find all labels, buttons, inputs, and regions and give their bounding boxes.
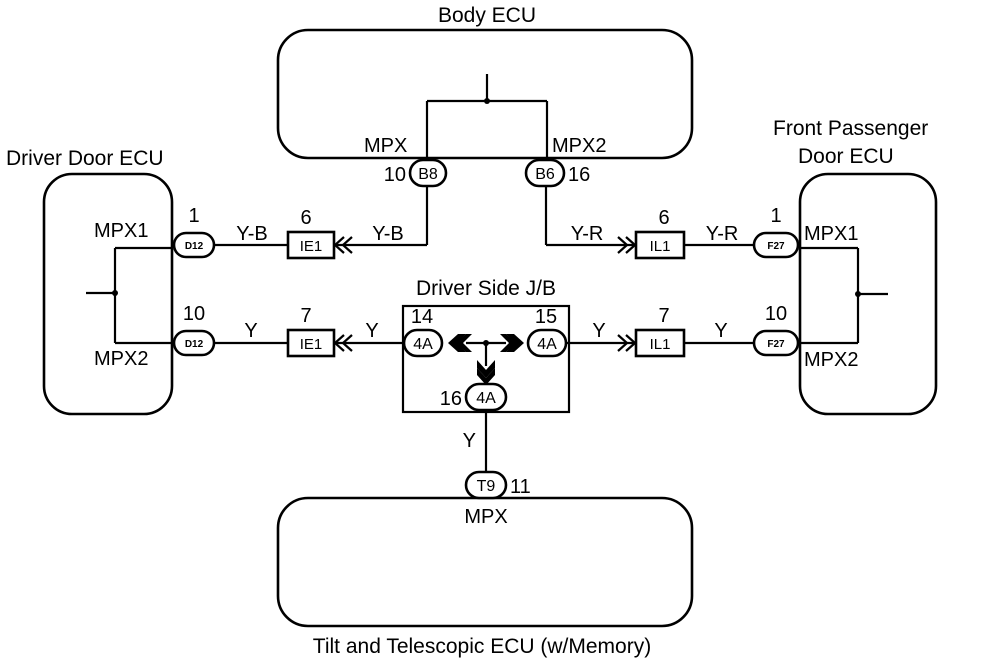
wire-yb-left: Y-B	[236, 223, 268, 245]
ie1-bottom-pin: 7	[300, 305, 311, 327]
body-ecu-box	[276, 28, 694, 160]
wire-y-right-inner: Y	[592, 320, 605, 342]
d12-top-pin: 1	[188, 205, 199, 227]
f27-top-pin: 1	[770, 205, 781, 227]
b6-pin: 16	[568, 164, 590, 186]
jb-left-code: 4A	[413, 336, 433, 353]
jb-bottom-pin: 16	[440, 388, 462, 410]
t9-pin: 11	[510, 476, 531, 498]
b8-pin: 10	[384, 164, 406, 186]
ie1-top-code: IE1	[300, 238, 323, 255]
wire-yr-left: Y-R	[571, 223, 604, 245]
b6-code: B6	[535, 166, 555, 183]
f27-bottom-connector	[752, 329, 800, 357]
wire-y-left-inner: Y	[365, 320, 378, 342]
jb-bottom-code: 4A	[476, 390, 496, 407]
ie1-top-pin: 6	[300, 207, 311, 229]
b8-connector	[408, 158, 448, 188]
jb-bottom-connector	[464, 382, 508, 412]
il1-bottom-code: IL1	[650, 336, 671, 353]
f27-bottom-code: F27	[767, 339, 785, 350]
t9-code: T9	[477, 478, 496, 495]
junction-chevrons	[448, 334, 524, 385]
jb-right-connector	[526, 328, 568, 358]
jb-left-connector	[402, 328, 444, 358]
passenger-mpx2-terminal: MPX2	[804, 349, 858, 371]
tilt-mpx-terminal: MPX	[464, 506, 507, 528]
passenger-ecu-title-line2: Door ECU	[798, 145, 894, 168]
wire-yr-right: Y-R	[706, 223, 739, 245]
il1-bottom-pin: 7	[658, 305, 669, 327]
tilt-ecu-title: Tilt and Telescopic ECU (w/Memory)	[313, 635, 651, 658]
body-mpx-terminal: MPX	[364, 135, 407, 157]
driver-ecu-internal	[86, 246, 172, 345]
wire-y-down: Y	[463, 430, 476, 452]
body-ecu-title: Body ECU	[438, 4, 536, 27]
ie1-top-connector	[286, 230, 336, 260]
d12-bottom-connector	[172, 329, 216, 357]
d12-bottom-code: D12	[185, 339, 204, 350]
b6-connector	[524, 158, 566, 188]
jb-left-pin: 14	[411, 306, 433, 328]
ie1-bottom-code: IE1	[300, 336, 323, 353]
il1-bottom-connector	[634, 328, 686, 358]
driver-door-ecu-title: Driver Door ECU	[6, 147, 164, 170]
b8-code: B8	[418, 166, 438, 183]
junction-title: Driver Side J/B	[416, 277, 556, 300]
driver-mpx1-terminal: MPX1	[94, 220, 148, 242]
t9-connector	[464, 470, 508, 500]
body-ecu-internal	[425, 74, 549, 158]
jb-right-pin: 15	[535, 306, 557, 328]
d12-top-connector	[172, 231, 216, 259]
f27-bottom-pin: 10	[765, 303, 787, 325]
body-mpx2-terminal: MPX2	[552, 135, 606, 157]
wires	[214, 186, 754, 472]
ie1-bottom-connector	[286, 328, 336, 358]
wire-yb-right: Y-B	[372, 223, 404, 245]
il1-top-connector	[634, 230, 686, 260]
il1-top-code: IL1	[650, 238, 671, 255]
d12-bottom-pin: 10	[183, 303, 205, 325]
f27-top-code: F27	[767, 241, 785, 252]
passenger-mpx1-terminal: MPX1	[804, 223, 858, 245]
f27-top-connector	[752, 231, 800, 259]
passenger-ecu-title-line1: Front Passenger	[773, 117, 928, 140]
il1-top-pin: 6	[658, 207, 669, 229]
passenger-ecu-internal	[800, 246, 888, 345]
driver-mpx2-terminal: MPX2	[94, 348, 148, 370]
d12-top-code: D12	[185, 241, 204, 252]
wire-y-left-outer: Y	[244, 320, 257, 342]
jb-right-code: 4A	[537, 336, 557, 353]
wire-y-right-outer: Y	[714, 320, 727, 342]
